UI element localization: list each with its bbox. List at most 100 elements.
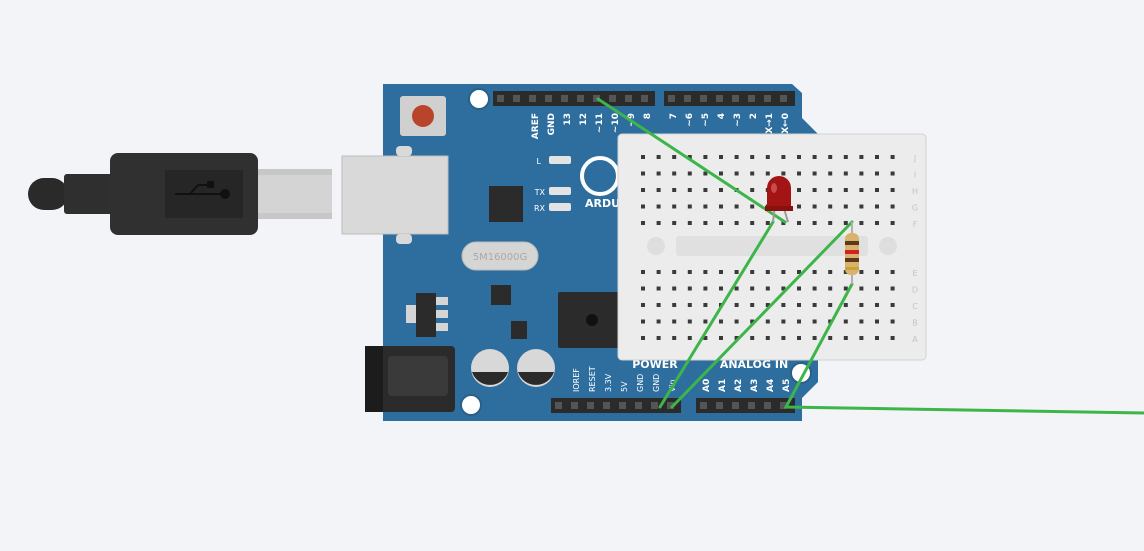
breadboard-hole[interactable]: [859, 188, 864, 192]
breadboard-hole[interactable]: [703, 270, 708, 274]
breadboard-hole[interactable]: [890, 171, 895, 176]
breadboard-hole[interactable]: [656, 171, 661, 176]
breadboard-hole[interactable]: [750, 204, 755, 209]
breadboard-hole[interactable]: [765, 336, 770, 340]
breadboard-hole[interactable]: [781, 286, 786, 291]
breadboard-hole[interactable]: [656, 270, 661, 274]
header-pin[interactable]: [609, 95, 616, 102]
breadboard-hole[interactable]: [828, 336, 833, 340]
breadboard-hole[interactable]: [875, 336, 879, 340]
breadboard-hole[interactable]: [875, 204, 879, 209]
breadboard-hole[interactable]: [875, 171, 879, 176]
breadboard-hole[interactable]: [859, 171, 864, 176]
header-pin[interactable]: [700, 95, 707, 102]
breadboard-hole[interactable]: [750, 319, 755, 324]
breadboard-hole[interactable]: [781, 303, 786, 307]
breadboard-hole[interactable]: [656, 188, 661, 192]
breadboard-hole[interactable]: [812, 286, 817, 291]
breadboard-hole[interactable]: [812, 188, 817, 192]
breadboard-hole[interactable]: [859, 319, 864, 324]
breadboard-hole[interactable]: [703, 286, 708, 291]
breadboard-hole[interactable]: [797, 171, 801, 176]
header-pin[interactable]: [748, 402, 755, 409]
breadboard-hole[interactable]: [656, 221, 661, 225]
breadboard-hole[interactable]: [890, 336, 895, 340]
breadboard-hole[interactable]: [812, 171, 817, 176]
breadboard-hole[interactable]: [875, 270, 879, 274]
header-pin[interactable]: [593, 95, 600, 102]
breadboard-hole[interactable]: [890, 286, 895, 291]
header-pin[interactable]: [748, 95, 755, 102]
breadboard-hole[interactable]: [687, 204, 692, 209]
breadboard-hole[interactable]: [703, 319, 708, 324]
breadboard-hole[interactable]: [719, 319, 723, 324]
breadboard-hole[interactable]: [719, 204, 723, 209]
breadboard-hole[interactable]: [656, 155, 661, 159]
breadboard-hole[interactable]: [843, 303, 848, 307]
breadboard-hole[interactable]: [719, 188, 723, 192]
breadboard-hole[interactable]: [687, 270, 692, 274]
breadboard-hole[interactable]: [797, 270, 801, 274]
breadboard-hole[interactable]: [641, 319, 645, 324]
breadboard-hole[interactable]: [828, 286, 833, 291]
breadboard-hole[interactable]: [859, 155, 864, 159]
breadboard-hole[interactable]: [734, 171, 739, 176]
breadboard-hole[interactable]: [828, 171, 833, 176]
breadboard-hole[interactable]: [875, 319, 879, 324]
breadboard-hole[interactable]: [672, 188, 677, 192]
header-pin[interactable]: [668, 95, 675, 102]
wire-gnd-to-led[interactable]: [658, 220, 775, 409]
breadboard-hole[interactable]: [687, 336, 692, 340]
header-pin[interactable]: [716, 402, 723, 409]
breadboard-hole[interactable]: [812, 155, 817, 159]
breadboard-hole[interactable]: [828, 188, 833, 192]
breadboard-hole[interactable]: [859, 221, 864, 225]
breadboard-hole[interactable]: [656, 286, 661, 291]
breadboard-hole[interactable]: [875, 155, 879, 159]
breadboard-hole[interactable]: [797, 286, 801, 291]
header-pin[interactable]: [529, 95, 536, 102]
breadboard-hole[interactable]: [781, 221, 786, 225]
wire-resistor-to-a5[interactable]: [783, 282, 1144, 415]
breadboard-hole[interactable]: [703, 204, 708, 209]
breadboard-hole[interactable]: [875, 286, 879, 291]
breadboard-hole[interactable]: [734, 319, 739, 324]
breadboard-hole[interactable]: [859, 336, 864, 340]
breadboard-hole[interactable]: [703, 188, 708, 192]
breadboard-hole[interactable]: [750, 286, 755, 291]
header-pin[interactable]: [667, 402, 674, 409]
header-pin[interactable]: [651, 402, 658, 409]
breadboard-hole[interactable]: [641, 336, 645, 340]
breadboard-hole[interactable]: [797, 188, 801, 192]
breadboard-hole[interactable]: [859, 303, 864, 307]
header-pin[interactable]: [780, 95, 787, 102]
breadboard-hole[interactable]: [781, 336, 786, 340]
breadboard-hole[interactable]: [641, 204, 645, 209]
breadboard-hole[interactable]: [812, 336, 817, 340]
breadboard-hole[interactable]: [750, 221, 755, 225]
breadboard-hole[interactable]: [797, 155, 801, 159]
breadboard-hole[interactable]: [765, 155, 770, 159]
breadboard-hole[interactable]: [656, 336, 661, 340]
breadboard-hole[interactable]: [734, 155, 739, 159]
breadboard-hole[interactable]: [890, 188, 895, 192]
breadboard-hole[interactable]: [641, 270, 645, 274]
breadboard-hole[interactable]: [765, 221, 770, 225]
breadboard-hole[interactable]: [875, 188, 879, 192]
header-pin[interactable]: [700, 402, 707, 409]
breadboard-hole[interactable]: [859, 286, 864, 291]
breadboard-hole[interactable]: [750, 188, 755, 192]
breadboard-hole[interactable]: [828, 303, 833, 307]
header-pin[interactable]: [555, 402, 562, 409]
breadboard-hole[interactable]: [750, 270, 755, 274]
header-pin[interactable]: [732, 402, 739, 409]
breadboard-hole[interactable]: [719, 155, 723, 159]
breadboard-hole[interactable]: [672, 303, 677, 307]
breadboard-hole[interactable]: [843, 204, 848, 209]
breadboard-hole[interactable]: [672, 171, 677, 176]
breadboard-hole[interactable]: [641, 188, 645, 192]
breadboard-hole[interactable]: [672, 270, 677, 274]
breadboard-hole[interactable]: [656, 303, 661, 307]
breadboard-hole[interactable]: [797, 319, 801, 324]
breadboard-hole[interactable]: [812, 303, 817, 307]
